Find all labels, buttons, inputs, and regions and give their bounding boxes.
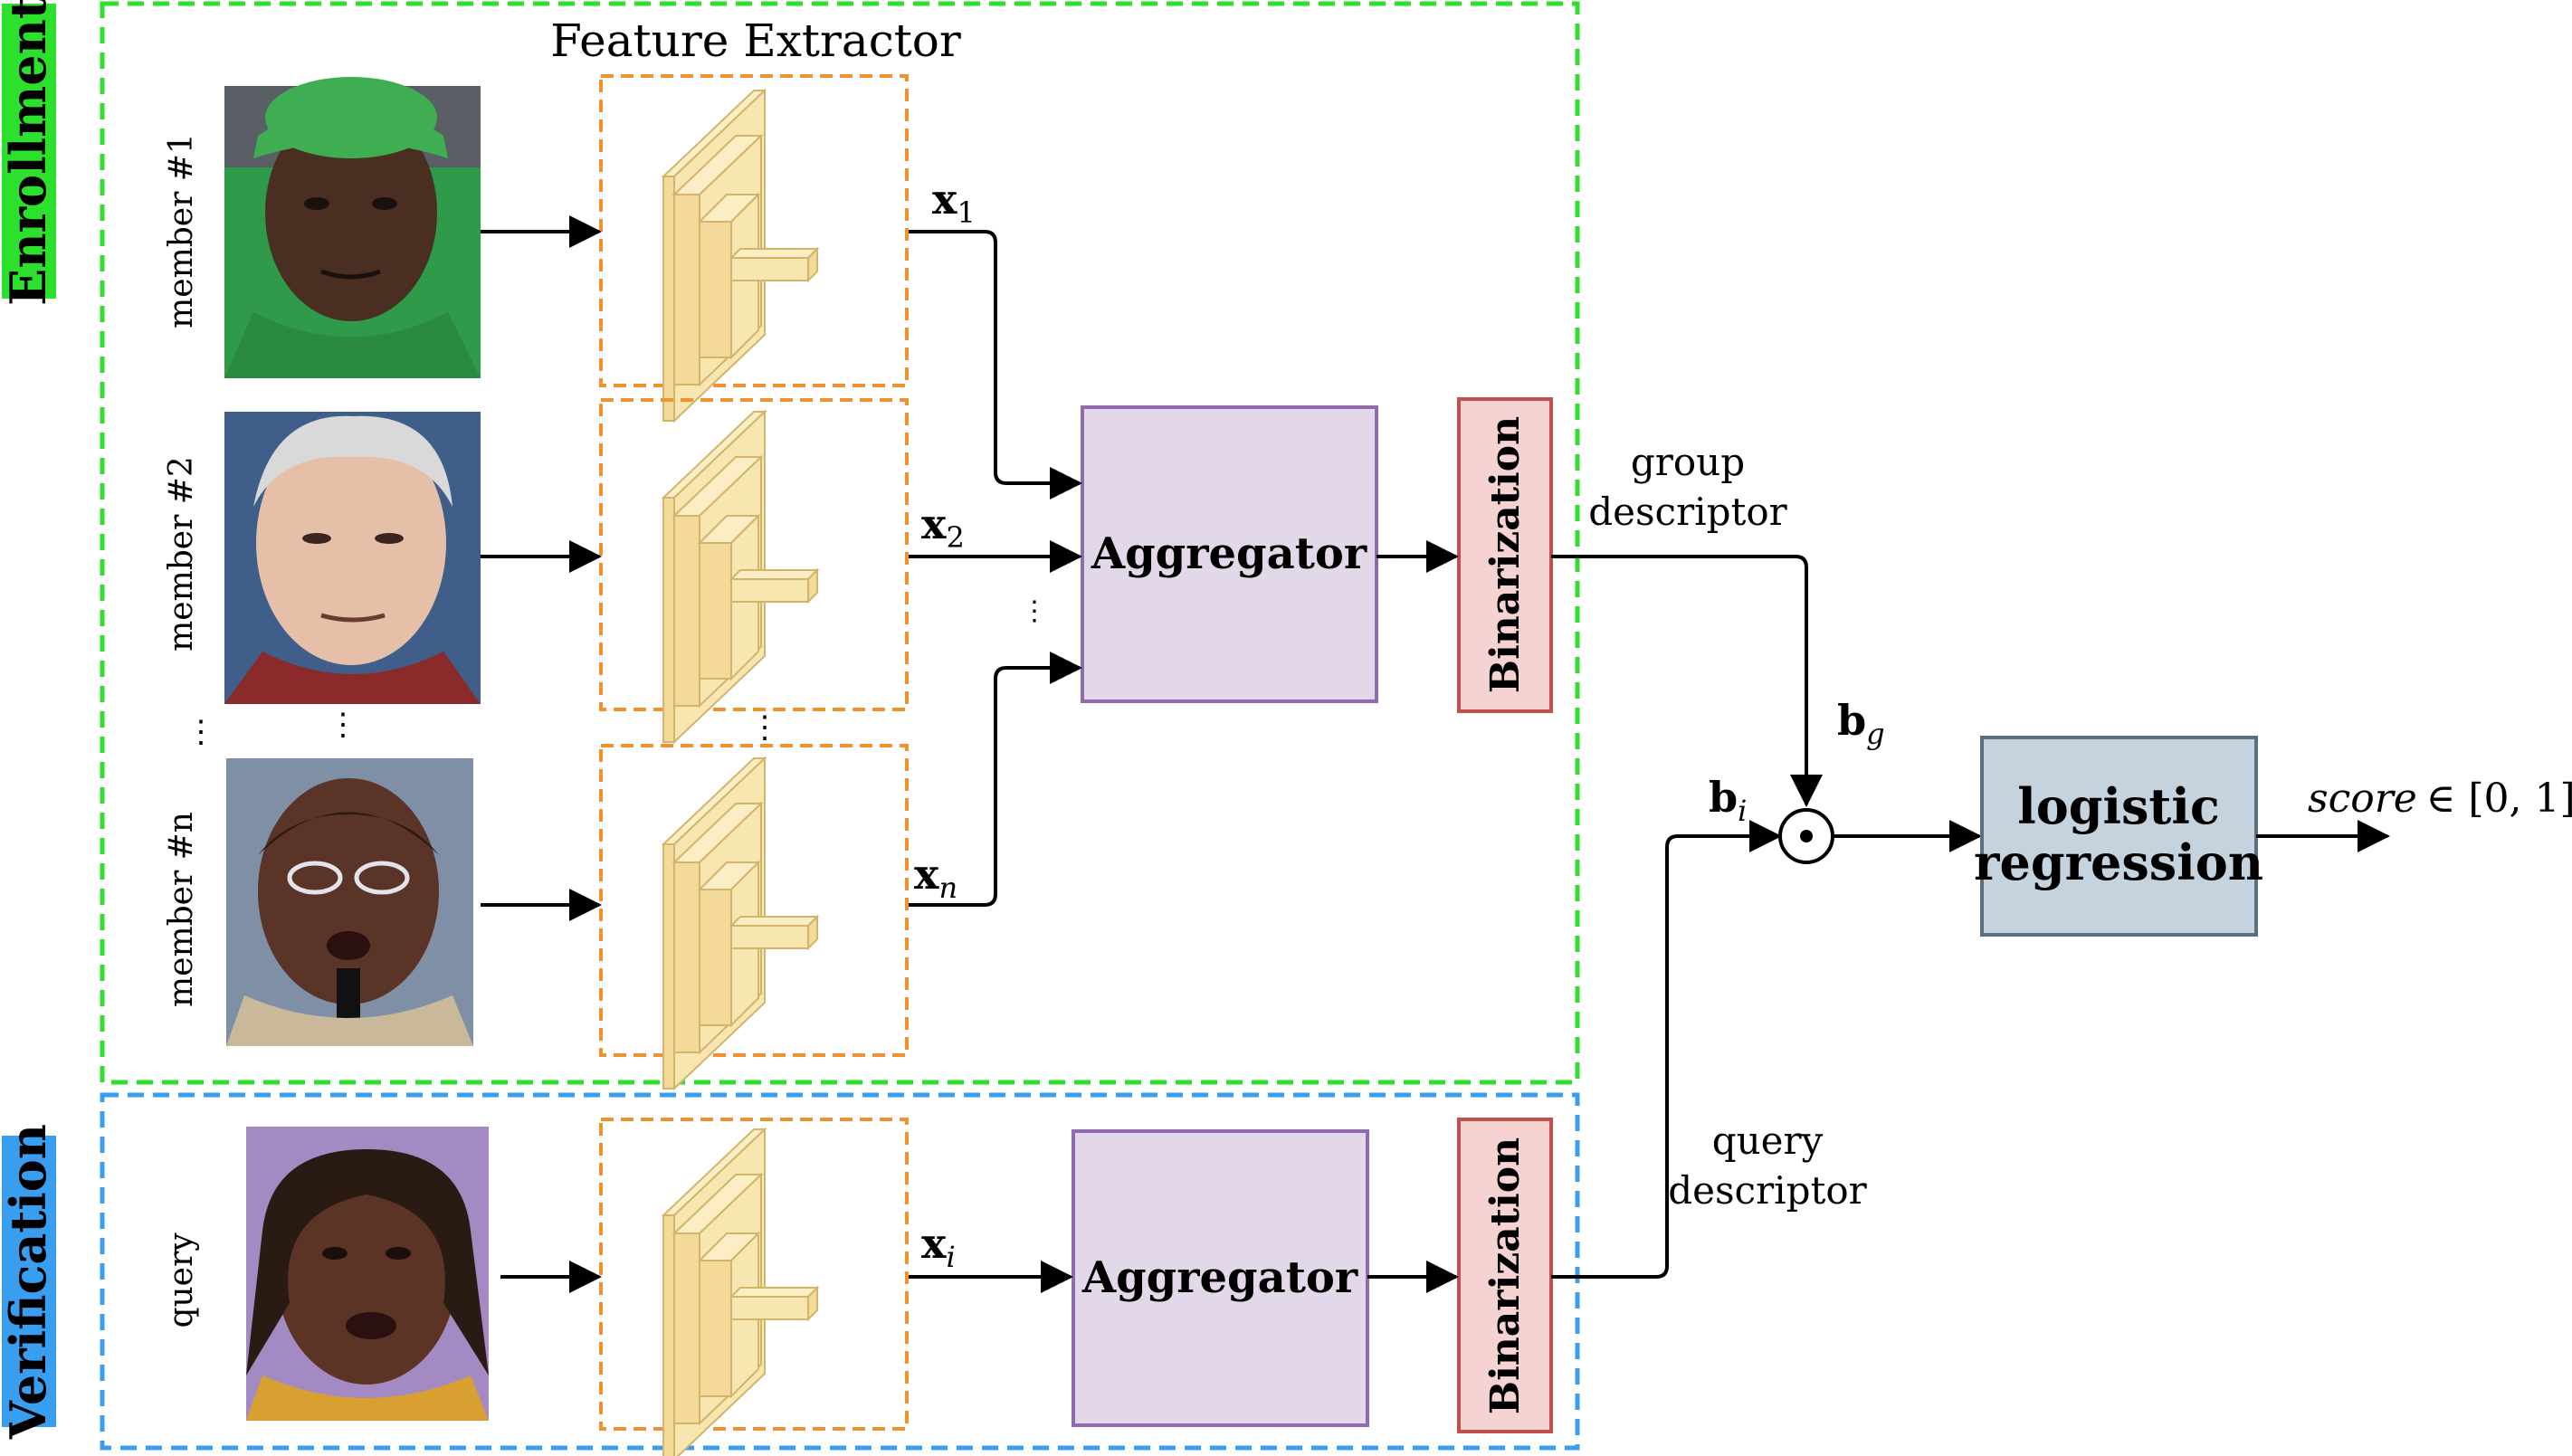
binarization-query: Binarization [1457,1118,1553,1433]
query-photo [246,1127,489,1421]
hadamard-product-icon [1778,808,1834,864]
bg-label: bg [1837,696,1885,751]
extractor-1 [599,74,909,422]
cnn-layers-icon [662,411,818,743]
verification-label-bg [2,1136,56,1427]
enrollment-label-bg [2,4,56,299]
ellipsis-extractors: ⋮ [749,709,780,746]
feature-extractor-title: Feature Extractor [550,14,961,67]
bi-label: bi [1709,773,1747,828]
ellipsis-members: ⋮ [186,714,216,750]
member-2-photo [224,412,481,704]
query-label: query [163,1232,200,1328]
binarization-enrollment-label: Binarization [1482,416,1529,693]
cnn-layers-icon [662,1128,818,1456]
arrow-icon [1551,555,1823,807]
binarization-enrollment: Binarization [1457,397,1553,713]
ellipsis-features: ⋮ [1021,595,1048,627]
feature-x2: x2 [921,500,965,555]
aggregator-query-label: Aggregator [1081,1252,1358,1303]
feature-x1: x1 [932,175,976,230]
cnn-layers-icon [662,757,818,1090]
feature-xn: xn [914,850,957,905]
verification-label: Verification [0,1124,57,1440]
aggregator-enrollment: Aggregator [1081,405,1378,703]
binarization-query-label: Binarization [1482,1137,1529,1414]
feature-xi: xi [921,1219,956,1274]
enrollment-region [100,1,1580,1085]
member-n-label: member #n [163,812,200,1007]
member-1-label: member #1 [163,133,200,328]
extractor-query [599,1118,909,1456]
extractor-2 [599,398,909,743]
arrow-icon [909,652,1082,907]
arrow-icon [909,230,1082,500]
member-n-photo [226,758,473,1046]
extractor-n [599,744,909,1090]
member-2-label: member #2 [163,456,200,652]
aggregator-query: Aggregator [1072,1129,1369,1427]
member-1-photo [224,77,481,378]
verification-region [100,1092,1580,1451]
arrow-icon [1551,820,1782,1279]
aggregator-enrollment-label: Aggregator [1091,528,1367,579]
enrollment-label: Enrollment [0,0,57,306]
cnn-layers-icon [662,90,818,422]
ellipsis-photos: ⋮ [328,707,358,743]
score-label: score∈ [0, 1] [2308,776,2572,822]
